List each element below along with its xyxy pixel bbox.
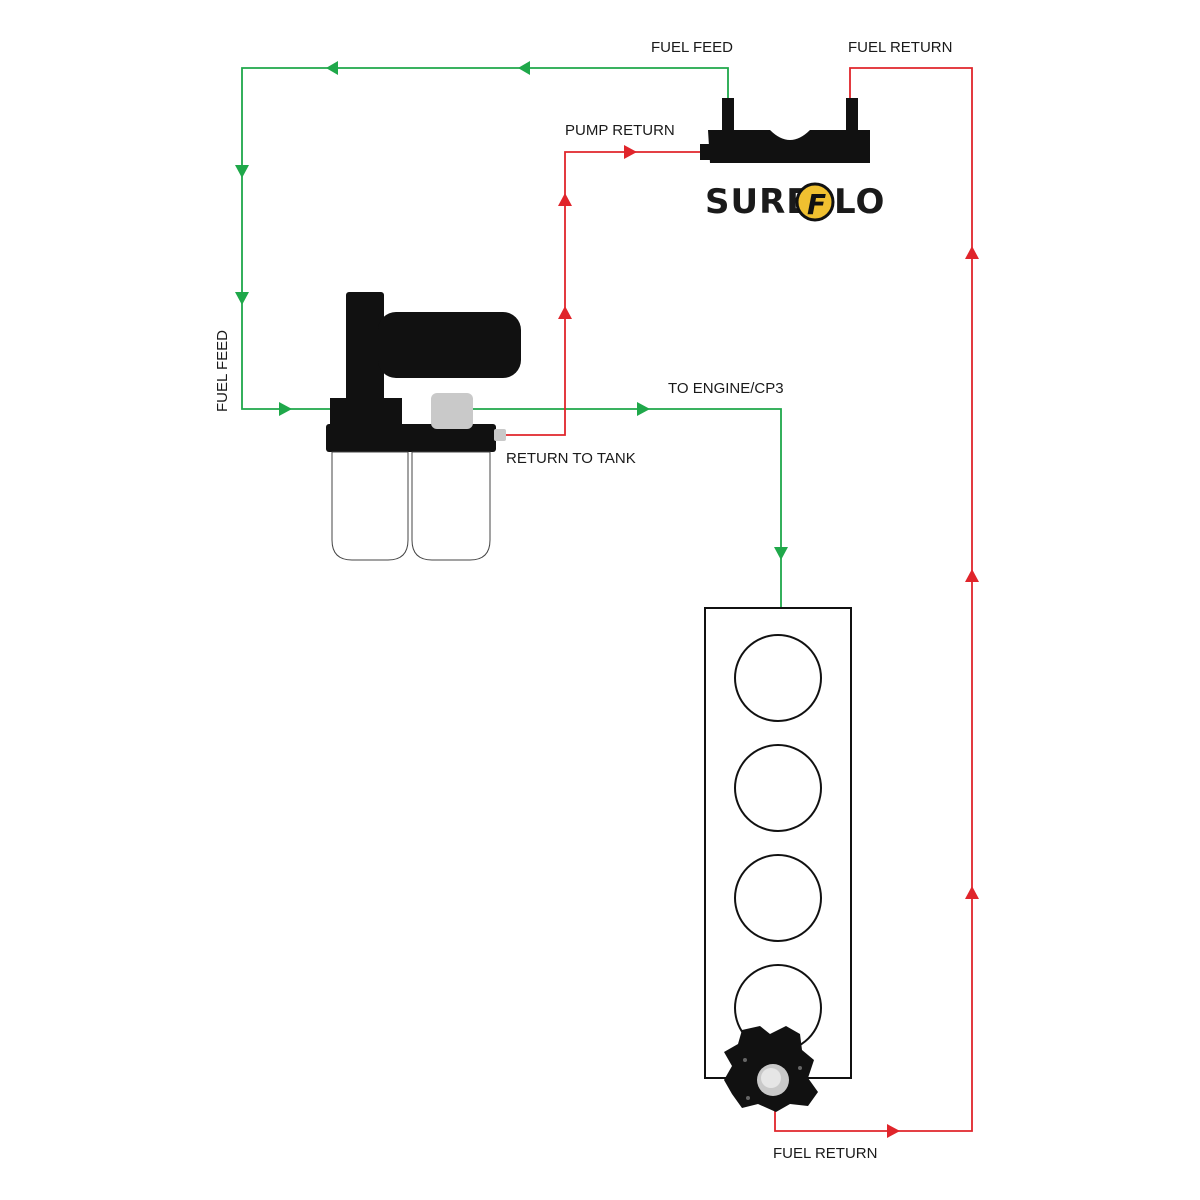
label-fuel-return-bottom: FUEL RETURN: [773, 1145, 877, 1162]
label-pump-return: PUMP RETURN: [565, 122, 675, 139]
feed-arrow-into-pump: [279, 402, 292, 416]
feed-arrow-down-engine: [774, 547, 788, 560]
logo-text-right: LO: [834, 182, 885, 222]
logo-text-left: SURE: [705, 182, 811, 222]
engine-block-icon: [704, 607, 852, 1079]
feed-arrow-top-1: [518, 61, 530, 75]
return-lines: [505, 67, 979, 1138]
labels: FUEL FEED FUEL RETURN PUMP RETURN FUEL F…: [214, 39, 952, 1162]
feed-line-to-engine: [470, 408, 782, 608]
cylinder-3: [734, 854, 822, 942]
return-arrow-right-1: [965, 886, 979, 899]
label-fuel-return-top: FUEL RETURN: [848, 39, 952, 56]
return-arrow-pump-2: [558, 193, 572, 206]
feed-arrow-top-2: [326, 61, 338, 75]
feed-arrow-left-2: [235, 292, 249, 305]
label-fuel-feed-side: FUEL FEED: [214, 330, 231, 412]
sureflo-manifold-icon: [700, 98, 870, 163]
logo-badge: [795, 182, 835, 222]
return-arrow-right-2: [965, 569, 979, 582]
feed-line-top: [241, 67, 729, 410]
label-fuel-feed-top: FUEL FEED: [651, 39, 733, 56]
label-to-engine: TO ENGINE/CP3: [668, 380, 784, 397]
feed-arrow-left-1: [235, 165, 249, 178]
logo-text-middle: F: [807, 188, 826, 221]
return-arrow-right-3: [965, 246, 979, 259]
cylinder-1: [734, 634, 822, 722]
lift-pump-icon: [326, 292, 521, 561]
feed-arrow-to-engine: [637, 402, 650, 416]
cylinder-2: [734, 744, 822, 832]
feed-lines: [235, 61, 788, 608]
return-arrow-pump-3: [624, 145, 637, 159]
sureflo-logo: SURE F LO: [705, 182, 885, 222]
label-return-to-tank: RETURN TO TANK: [506, 450, 636, 467]
engine-return-line: [774, 67, 973, 1132]
return-arrow-pump-1: [558, 306, 572, 319]
return-arrow-bottom: [887, 1124, 900, 1138]
cp3-pump-icon: [724, 1026, 818, 1112]
